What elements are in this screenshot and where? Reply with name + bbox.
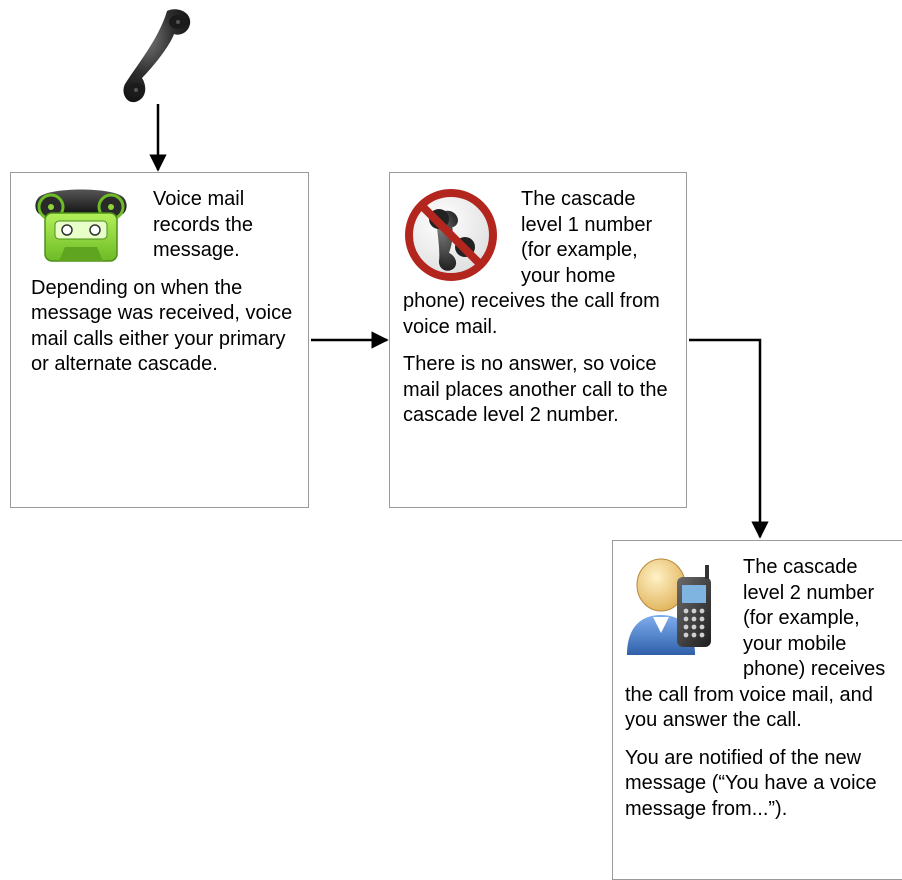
step-box-cascade-level-1: The cascade level 1 number (for example,… — [389, 172, 687, 508]
person-mobile-phone-icon — [625, 555, 721, 659]
step-text-primary: The cascade level 2 number (for example,… — [625, 556, 886, 731]
step-text-primary: The cascade level 1 number (for example,… — [403, 188, 660, 338]
step-box-voicemail: Voice mail records the message. Dependin… — [10, 172, 309, 508]
step-text-secondary: Depending on when the message was receiv… — [31, 276, 293, 376]
step-text-secondary: There is no answer, so voice mail places… — [403, 353, 668, 426]
voicemail-cassette-icon — [31, 187, 131, 265]
step-text-secondary: You are notified of the new message (“Yo… — [625, 746, 877, 820]
phone-handset-icon — [122, 6, 194, 106]
arrow-level1-to-level2 — [689, 338, 769, 539]
step-text-primary: Voice mail records the message. — [153, 188, 254, 261]
step-box-cascade-level-2: The cascade level 2 number (for example,… — [612, 540, 902, 880]
no-answer-phone-icon — [403, 187, 499, 283]
